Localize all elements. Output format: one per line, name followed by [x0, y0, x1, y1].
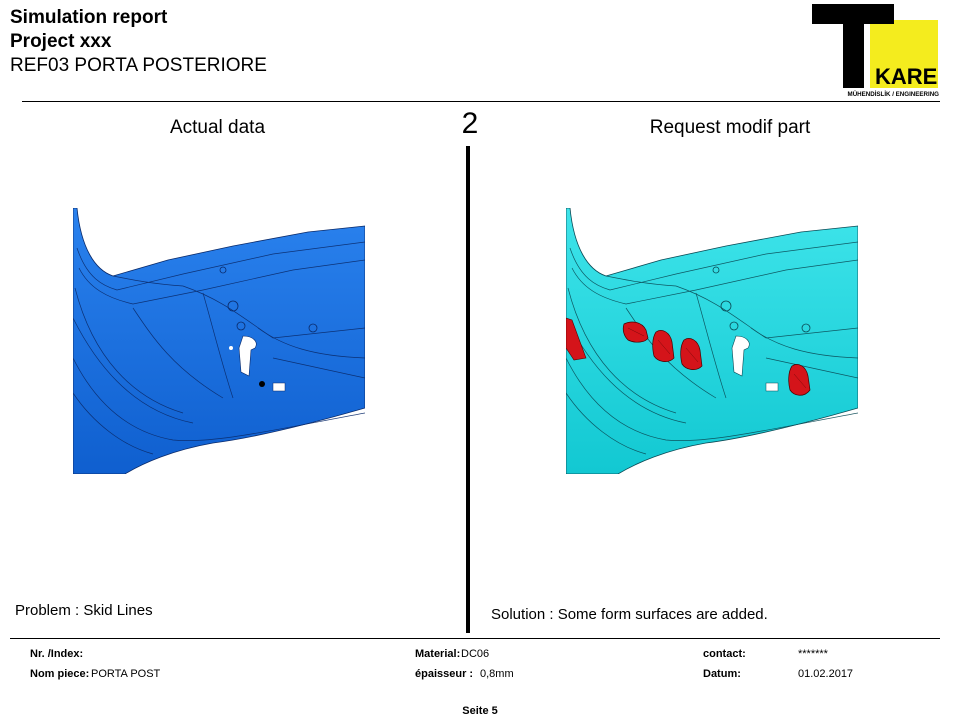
page-number: Seite 5 — [462, 705, 498, 717]
nom-piece-value: PORTA POST — [91, 668, 161, 680]
actual-part-image — [73, 208, 365, 474]
thickness-label: épaisseur : — [415, 668, 474, 680]
logo-yellow-square — [870, 20, 938, 88]
column-divider — [466, 146, 470, 633]
datum-value: 01.02.2017 — [798, 668, 854, 680]
contact-value: ******* — [798, 648, 828, 660]
datum-label: Datum: — [703, 668, 741, 680]
header-divider — [22, 101, 940, 102]
request-modif-heading: Request modif part — [649, 117, 811, 138]
part-reference: REF03 PORTA POSTERIORE — [10, 55, 267, 76]
company-logo: KARE MÜHENDİSLİK / ENGINEERING — [812, 4, 940, 98]
slide-number: 2 — [461, 107, 479, 140]
problem-statement: Problem : Skid Lines — [15, 602, 153, 619]
actual-data-heading: Actual data — [169, 117, 266, 138]
added-surface-edge — [566, 317, 587, 361]
footer-divider — [10, 638, 940, 639]
solution-statement: Solution : Some form surfaces are added. — [491, 606, 768, 623]
report-title: Simulation report — [10, 7, 168, 28]
material-value: DC06 — [461, 648, 490, 660]
nr-index-label: Nr. /Index: — [30, 648, 84, 660]
logo-tagline-text: MÜHENDİSLİK / ENGINEERING — [848, 91, 940, 98]
logo-t-stem — [843, 4, 864, 88]
material-label: Material: — [415, 648, 461, 660]
modified-part-image — [566, 208, 858, 474]
nom-piece-label: Nom piece: — [30, 668, 90, 680]
thickness-value: 0,8mm — [480, 668, 514, 680]
added-surface-4 — [788, 364, 811, 396]
project-name: Project xxx — [10, 31, 112, 52]
added-surface-1 — [622, 321, 649, 343]
logo-brand-text: KARE — [875, 64, 937, 89]
contact-label: contact: — [703, 648, 746, 660]
